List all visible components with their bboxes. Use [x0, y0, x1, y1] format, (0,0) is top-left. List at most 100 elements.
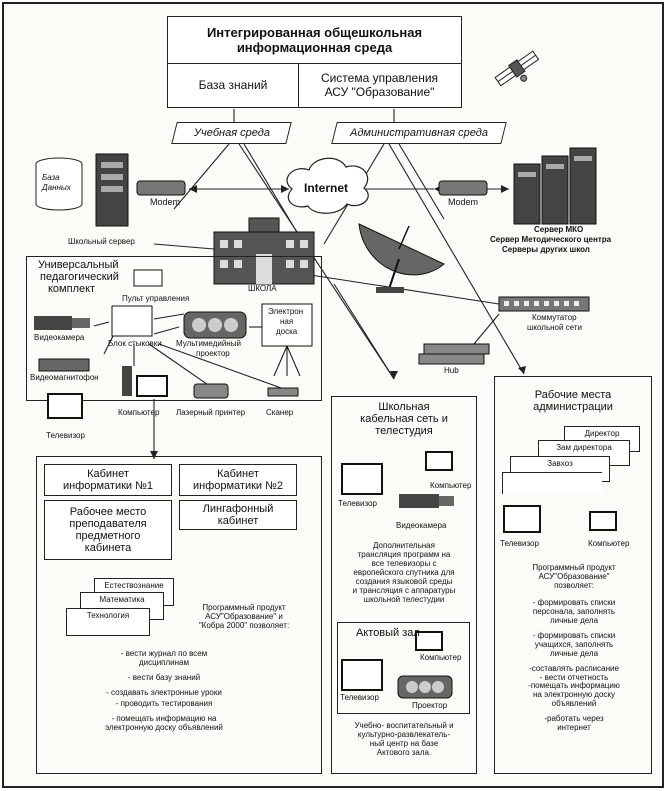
lingua-line1: Лингафонный — [202, 503, 274, 515]
hall-title: Актовый зал — [356, 627, 420, 639]
internet-cloud-icon — [286, 157, 369, 214]
classroom-feature-2: - вести базу знаний — [127, 672, 201, 682]
printer-label: Лазерный принтер — [176, 408, 246, 417]
hall-desc-4: Актового зала. — [376, 747, 432, 757]
switch-label-1: Коммутатор — [532, 313, 577, 322]
hall-box — [337, 622, 470, 714]
electronic-board-icon — [261, 303, 313, 377]
acu-cell-line2: АСУ "Образование" — [324, 85, 435, 99]
admin-feature-3b: - вести отчетность — [539, 672, 609, 682]
satellite-icon — [494, 50, 540, 87]
admin-feature-4a: -работать через — [544, 714, 604, 724]
admin-tv-icon — [503, 505, 541, 533]
laser-printer-icon — [193, 383, 229, 399]
hub-label: Hub — [444, 366, 459, 375]
modem-left-label: Modem — [150, 197, 181, 207]
lingua-box: Лингафонный кабинет — [179, 500, 297, 530]
junction-label: Блок стыковки — [108, 339, 162, 348]
school-server-label: Школьный сервер — [68, 237, 135, 246]
admin-product-2: АСУ"Образование" — [538, 571, 610, 581]
admin-feature-4b: интернет — [557, 723, 591, 733]
teacher-line1: Рабочее место — [69, 506, 147, 518]
modem-right-label: Modem — [448, 197, 479, 207]
control-panel-label: Пульт управления — [122, 294, 190, 303]
camera-label: Видеокамера — [34, 333, 85, 342]
computer-icon — [122, 366, 168, 397]
knowledge-base-cell: База знаний — [168, 63, 299, 107]
hall-tv-label: Телевизор — [340, 693, 379, 702]
admin-feature-3e: объявлений — [551, 699, 597, 709]
projector-label-1: Мультимедийный — [176, 339, 241, 348]
subject-card-3: Технология — [66, 608, 150, 636]
projector-icon — [183, 311, 247, 339]
cable-desc-5: создания языковой среды — [355, 576, 453, 586]
header-title-line1: Интегрированная общешкольная — [206, 25, 423, 40]
junction-block-icon — [111, 305, 153, 337]
teacher-line3: предметного — [75, 530, 141, 542]
server-tower-icon — [95, 153, 129, 227]
hall-computer-icon — [415, 631, 443, 651]
classroom-feature-1a: - вести журнал по всем — [120, 649, 208, 658]
database-label-2: Данных — [42, 183, 71, 192]
remote-servers-icon — [513, 147, 597, 225]
admin-feature-3a: -составлять расписание — [529, 663, 619, 673]
hall-projector-label: Проектор — [412, 701, 448, 710]
admin-title-1: Рабочие места — [534, 389, 612, 401]
database-label-1: База — [42, 173, 60, 182]
admin-feature-2b: учащихся, заполнять — [534, 639, 614, 649]
cable-camera-label: Видеокамера — [396, 521, 447, 530]
hall-desc-1: Учебно- воспитательный и — [354, 721, 454, 730]
cable-computer-icon — [425, 451, 453, 471]
database-icon — [35, 157, 83, 211]
admin-feature-3c: -помещать информацию — [528, 681, 620, 691]
classroom-product-3: "Кобра 2000" позволяет: — [198, 620, 290, 630]
cable-desc-1: Дополнительная — [373, 541, 435, 550]
teacher-workplace-box: Рабочее место преподавателя предметного … — [44, 500, 172, 560]
cabinet-1-line2: информатики №1 — [62, 480, 154, 492]
upk-box — [26, 256, 322, 401]
classroom-feature-5b: электронную доску объявлений — [105, 722, 223, 732]
hall-desc-3: ный центр на базе — [369, 738, 439, 748]
computer-label: Компьютер — [118, 408, 160, 417]
admin-feature-3d: на электронную доску — [532, 690, 616, 700]
school-building-icon — [213, 217, 315, 285]
cabinet-2-line1: Кабинет — [217, 468, 259, 480]
admin-title-2: администрации — [533, 400, 613, 413]
cable-desc-2: трансляция программ на — [357, 549, 451, 559]
video-camera-icon — [34, 316, 90, 330]
cable-title-3: телестудия — [375, 424, 433, 437]
classroom-feature-1b: дисциплинам — [138, 657, 190, 667]
cable-desc-6: и трансляция с аппаратуры — [352, 585, 456, 595]
classroom-feature-5a: - помещать информацию на — [111, 713, 217, 723]
servers-label-1: Сервер МКО — [534, 225, 584, 234]
classroom-feature-4: - проводить тестирования — [115, 698, 213, 708]
tv-icon — [47, 393, 83, 419]
admin-computer-label: Компьютер — [588, 539, 630, 548]
cable-title-2: кабельная сеть и — [360, 412, 448, 425]
cable-desc-7: школьной телестудии — [363, 594, 445, 604]
cabinet-2-line2: информатики №2 — [192, 480, 284, 492]
admin-feature-1a: - формировать списки — [532, 597, 616, 607]
internet-label: Internet — [304, 181, 349, 195]
classroom-product-1: Программный продукт — [202, 603, 286, 612]
remote-panel-icon — [133, 269, 163, 287]
projector-label-2: проектор — [196, 349, 230, 358]
cable-computer-label: Компьютер — [430, 481, 472, 490]
board-label-2: ная — [280, 317, 294, 326]
acu-cell-line1: Система управления — [320, 71, 439, 85]
cabinet-2-box: Кабинет информатики №2 — [179, 464, 297, 496]
upk-devices — [34, 269, 313, 419]
classroom-feature-3: - создавать электронные уроки — [106, 687, 222, 697]
classrooms-box — [36, 456, 322, 774]
cable-camera-icon — [399, 494, 454, 508]
upk-title-3: комплект — [48, 283, 96, 295]
admin-feature-2a: - формировать списки — [532, 630, 616, 640]
hub-icon — [418, 343, 490, 365]
cabinet-1-box: Кабинет информатики №1 — [44, 464, 172, 496]
cable-desc-4: европейского спутника для — [353, 567, 455, 577]
network-devices — [35, 147, 597, 365]
admin-box — [494, 376, 652, 774]
cable-tv-box — [331, 396, 477, 774]
vcr-label: Видеомагнитофон — [30, 373, 99, 382]
